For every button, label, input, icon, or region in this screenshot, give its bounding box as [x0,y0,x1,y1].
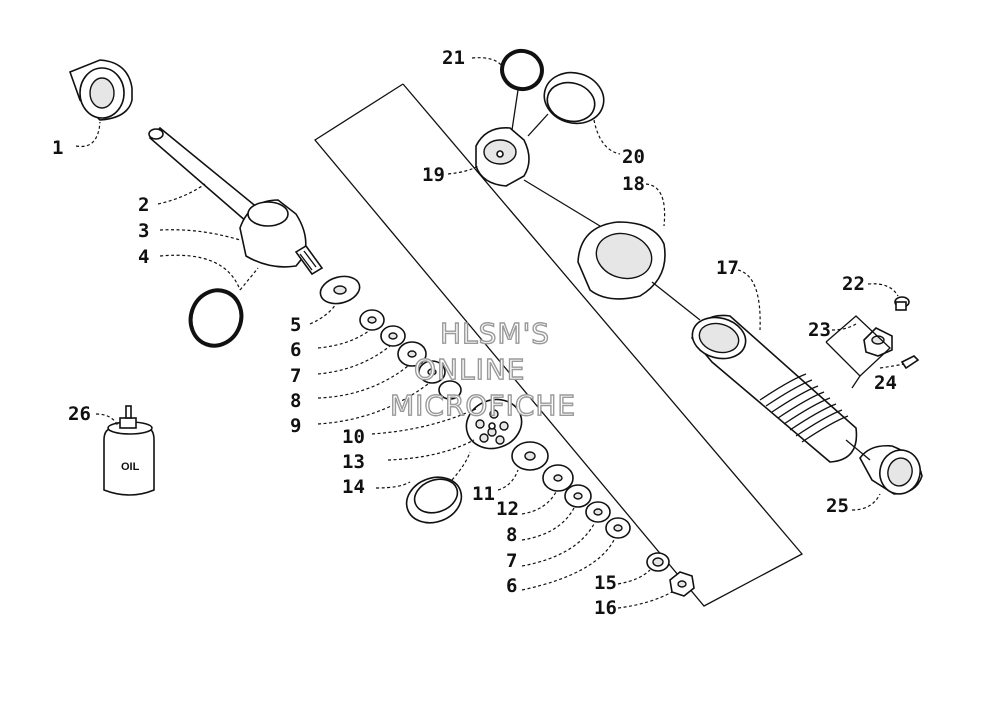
subassembly-bracket [314,83,804,607]
oil-bottle-text: OIL [121,461,140,473]
watermark: HLSM'S ONLINE MICROFICHE [389,316,576,422]
label-20: 20 [622,146,645,168]
label-13: 13 [342,451,365,473]
label-2: 2 [138,194,149,216]
label-25: 25 [826,495,849,517]
watermark-line-1: HLSM'S [440,317,550,350]
label-7-lower: 7 [506,550,517,572]
label-6-upper: 6 [290,339,301,361]
label-10: 10 [342,426,365,448]
part-6-shim-upper [359,309,385,331]
label-3: 3 [138,220,149,242]
part-24-pin [900,355,920,370]
part-10-piston [465,398,523,450]
part-9-shim [418,360,462,400]
watermark-line-2: ONLINE [414,353,525,386]
label-8-upper: 8 [290,390,301,412]
label-24: 24 [874,372,897,394]
label-19: 19 [422,164,445,186]
label-22: 22 [842,273,865,295]
label-5: 5 [290,314,301,336]
part-19-bearing-cap [475,127,530,187]
part-7-shim-upper [380,325,406,347]
part-14-piston-band [405,476,463,524]
part-23-valve [863,327,893,357]
label-9: 9 [290,415,301,437]
label-12: 12 [496,498,519,520]
label-26: 26 [68,403,91,425]
part-8-shim-upper [397,341,427,367]
part-25-end-cap [859,444,923,495]
label-8-lower: 8 [506,524,517,546]
label-14: 14 [342,476,365,498]
label-11: 11 [472,483,495,505]
label-23: 23 [808,319,831,341]
part-5-washer [319,275,361,305]
part-8-shim-lower [564,484,592,508]
part-20-seal [543,71,605,125]
part-1-bushing [68,59,133,121]
label-4: 4 [138,246,149,268]
part-21-o-ring [500,48,544,92]
part-4-o-ring [188,288,244,348]
part-16-nut [669,571,695,597]
part-22-screw [894,296,910,311]
label-21: 21 [442,47,465,69]
part-3-piston-body [239,199,324,276]
part-18-retainer [577,221,666,300]
label-7-upper: 7 [290,365,301,387]
label-6-lower: 6 [506,575,517,597]
part-12-shim [542,464,574,492]
watermark-line-3: MICROFICHE [390,389,576,422]
part-15-washer [646,552,670,572]
part-26-oil-bottle: OIL [103,405,155,496]
part-7-shim-lower [585,501,611,523]
label-16: 16 [594,597,617,619]
label-15: 15 [594,572,617,594]
part-17-shock-body [691,314,858,463]
label-17: 17 [716,257,739,279]
label-18: 18 [622,173,645,195]
label-1: 1 [52,137,63,159]
part-6-shim-lower [605,517,631,539]
part-11-washer [511,441,549,471]
